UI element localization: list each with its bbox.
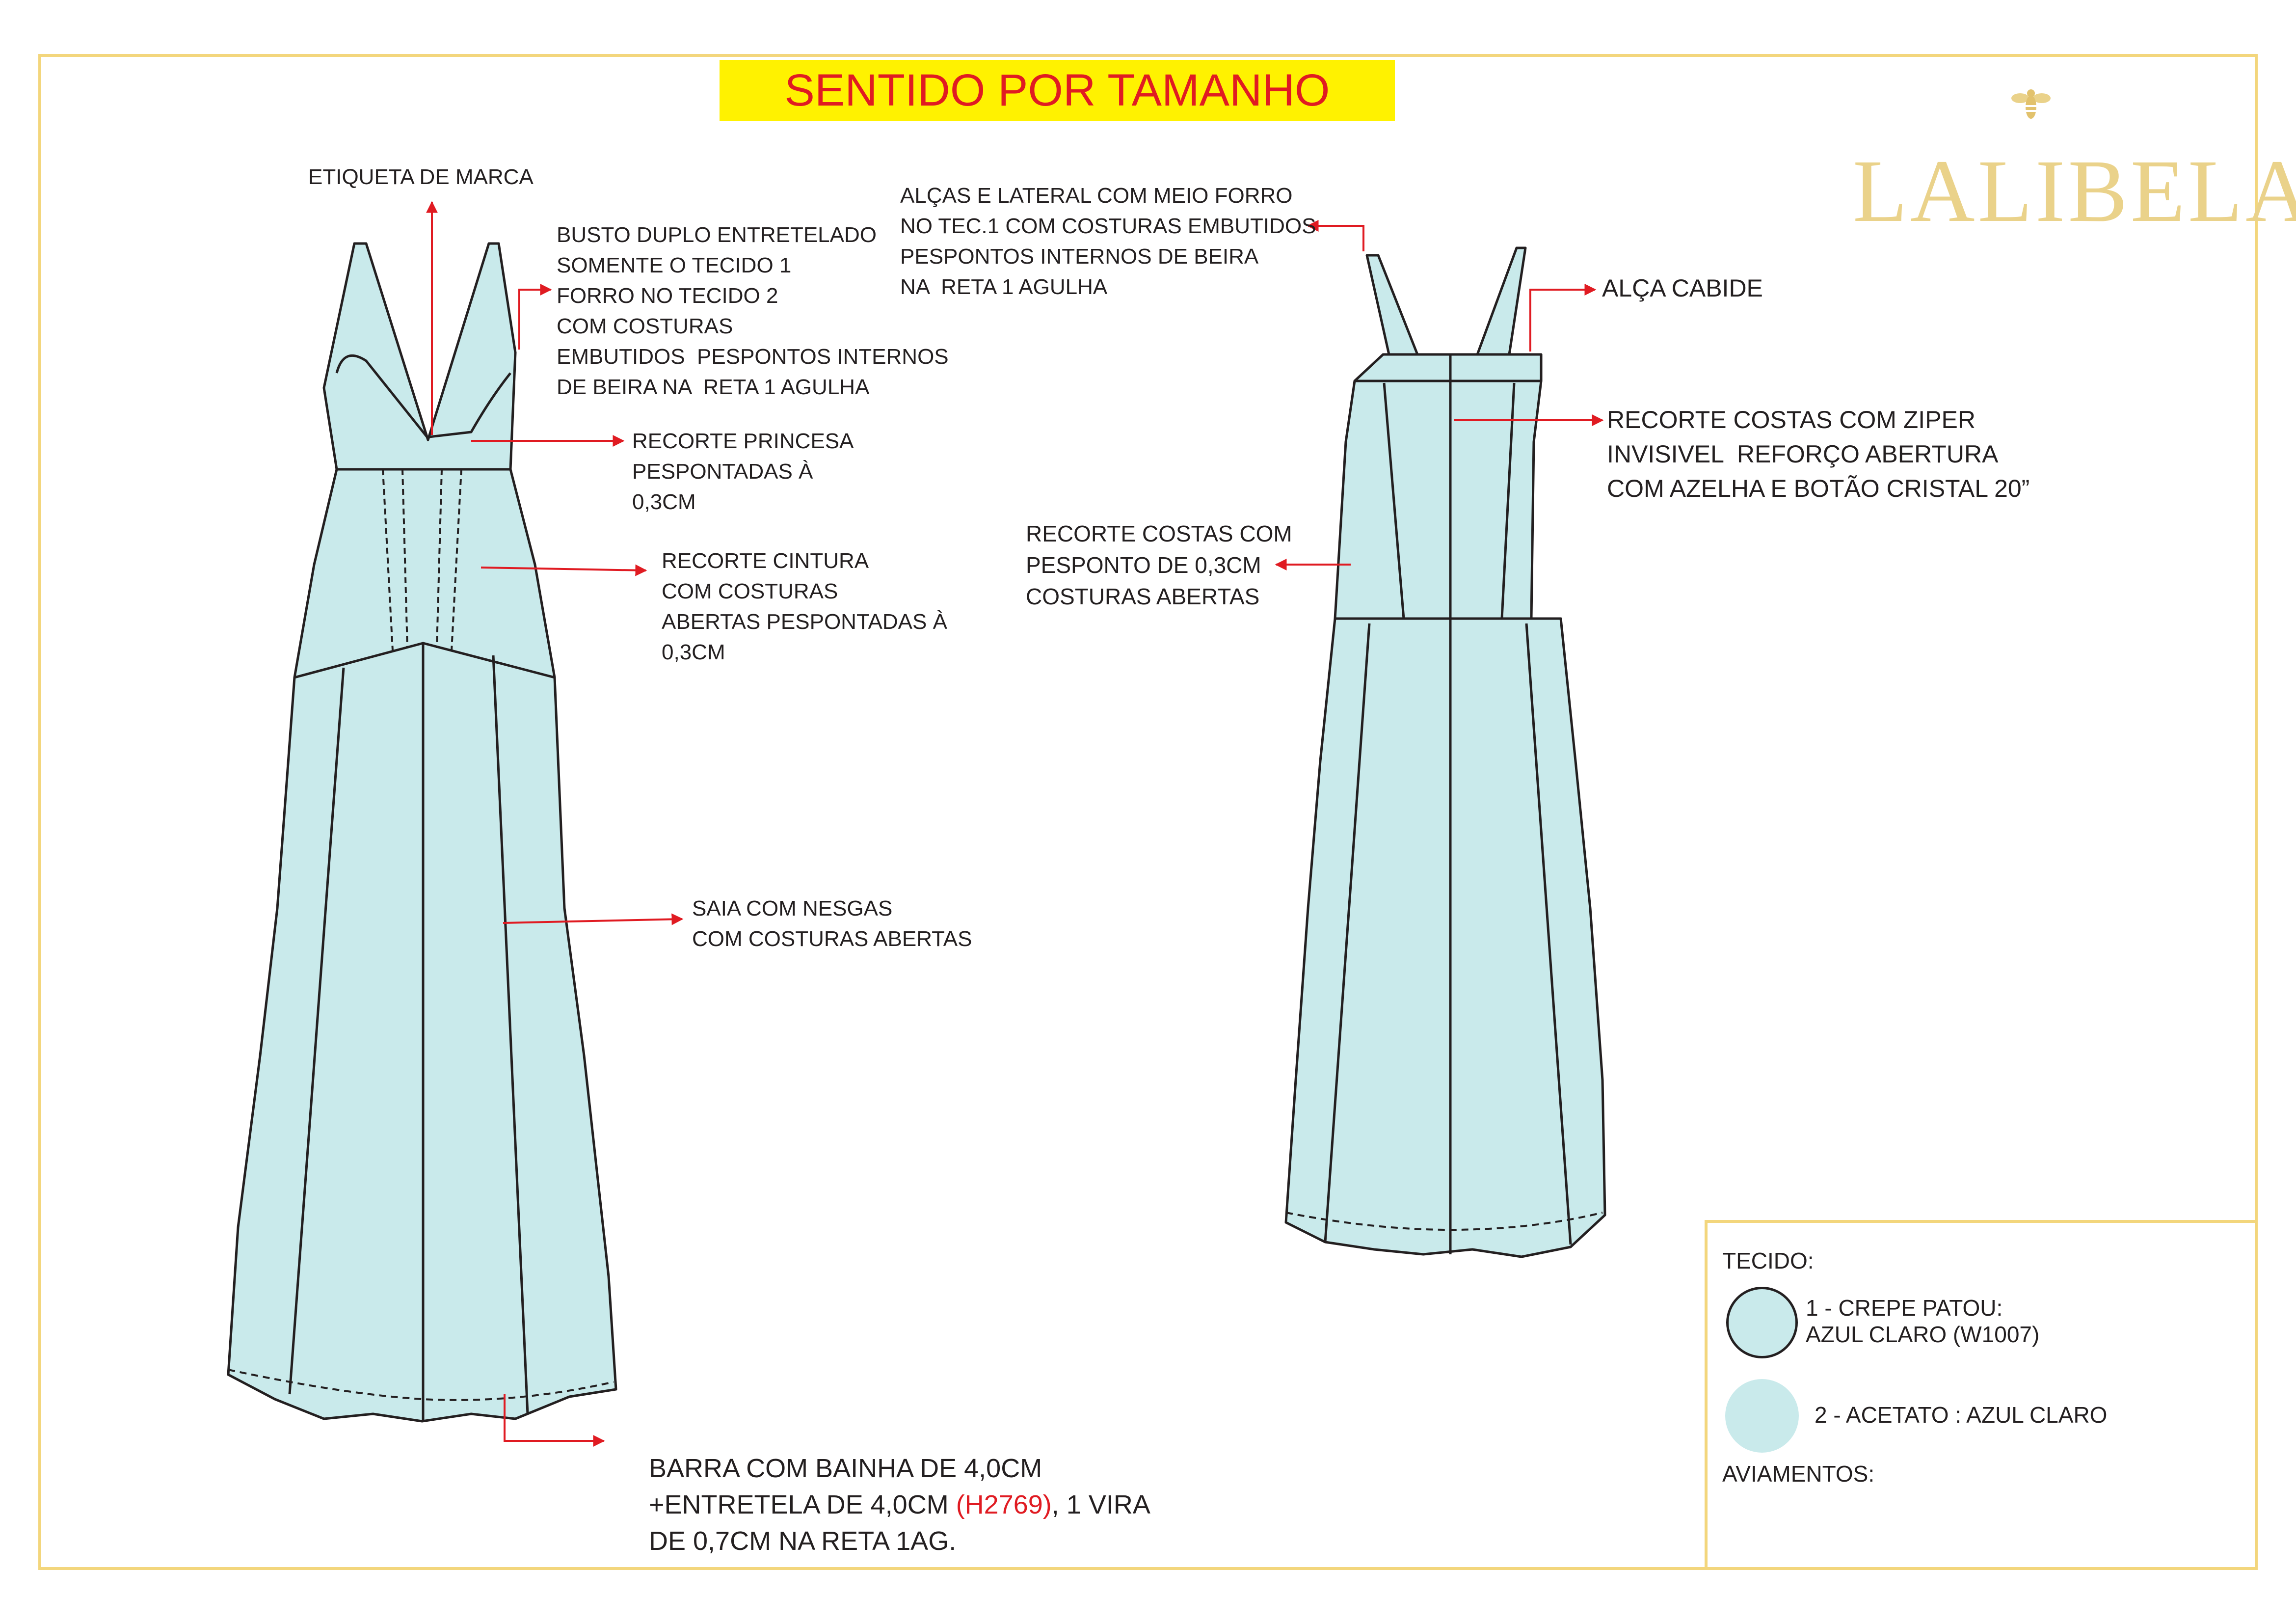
back-skirt xyxy=(1284,617,1606,1258)
note-ziper: RECORTE COSTAS COM ZIPER INVISIVEL REFOR… xyxy=(1607,406,2030,502)
barra-line-1: BARRA COM BAINHA DE 4,0CM xyxy=(649,1454,1042,1483)
barra-line-2b: , 1 VIRA xyxy=(1051,1490,1150,1519)
note-cabide: ALÇA CABIDE xyxy=(1602,274,1763,302)
back-bodice xyxy=(1334,353,1543,620)
page-title: SENTIDO POR TAMANHO xyxy=(720,60,1395,121)
legend-aviamentos-label: AVIAMENTOS: xyxy=(1722,1461,1875,1487)
note-barra: BARRA COM BAINHA DE 4,0CM +ENTRETELA DE … xyxy=(649,1414,1150,1559)
swatch-fabric-1 xyxy=(1726,1287,1798,1358)
front-bodice xyxy=(293,242,556,679)
front-dress-sketch xyxy=(227,242,617,1423)
arrow-cintura xyxy=(481,564,647,576)
arrow-cabide xyxy=(1529,284,1597,352)
back-dress-sketch xyxy=(1284,246,1606,1258)
note-costas: RECORTE COSTAS COM PESPONTO DE 0,3CM COS… xyxy=(1026,521,1292,609)
legend-fabric-2: 2 - ACETATO : AZUL CLARO xyxy=(1815,1402,2108,1428)
note-saia: SAIA COM NESGAS COM COSTURAS ABERTAS xyxy=(692,896,972,951)
note-busto: BUSTO DUPLO ENTRETELADO SOMENTE O TECIDO… xyxy=(557,223,949,399)
fabric-legend: TECIDO: 1 - CREPE PATOU: AZUL CLARO (W10… xyxy=(1705,1220,2258,1570)
note-alcas: ALÇAS E LATERAL COM MEIO FORRO NO TEC.1 … xyxy=(900,184,1316,299)
back-strap-left xyxy=(1365,254,1419,356)
arrow-alcas xyxy=(1307,220,1364,251)
brand-logo: LALIBELA xyxy=(1853,142,2296,241)
swatch-fabric-2 xyxy=(1725,1379,1799,1453)
note-cintura: RECORTE CINTURA COM COSTURAS ABERTAS PES… xyxy=(662,549,947,664)
entretela-code: (H2769) xyxy=(956,1490,1052,1519)
arrow-saia xyxy=(503,913,684,925)
arrow-barra xyxy=(504,1394,605,1447)
annotation-arrows xyxy=(426,201,1604,1447)
barra-line-3: DE 0,7CM NA RETA 1AG. xyxy=(649,1526,957,1556)
back-strap-right xyxy=(1476,246,1527,356)
arrow-busto xyxy=(518,284,552,350)
barra-line-2a: +ENTRETELA DE 4,0CM xyxy=(649,1490,956,1519)
note-etiqueta: ETIQUETA DE MARCA xyxy=(308,165,534,189)
sheet-border xyxy=(38,54,2258,1570)
legend-tecido-label: TECIDO: xyxy=(1722,1248,1814,1273)
bee-icon xyxy=(2011,89,2051,119)
legend-fabric-1: 1 - CREPE PATOU: AZUL CLARO (W1007) xyxy=(1806,1295,2040,1347)
barra-line-2: +ENTRETELA DE 4,0CM (H2769), 1 VIRA xyxy=(649,1490,1150,1519)
note-princesa: RECORTE PRINCESA PESPONTADAS À 0,3CM xyxy=(632,429,854,514)
